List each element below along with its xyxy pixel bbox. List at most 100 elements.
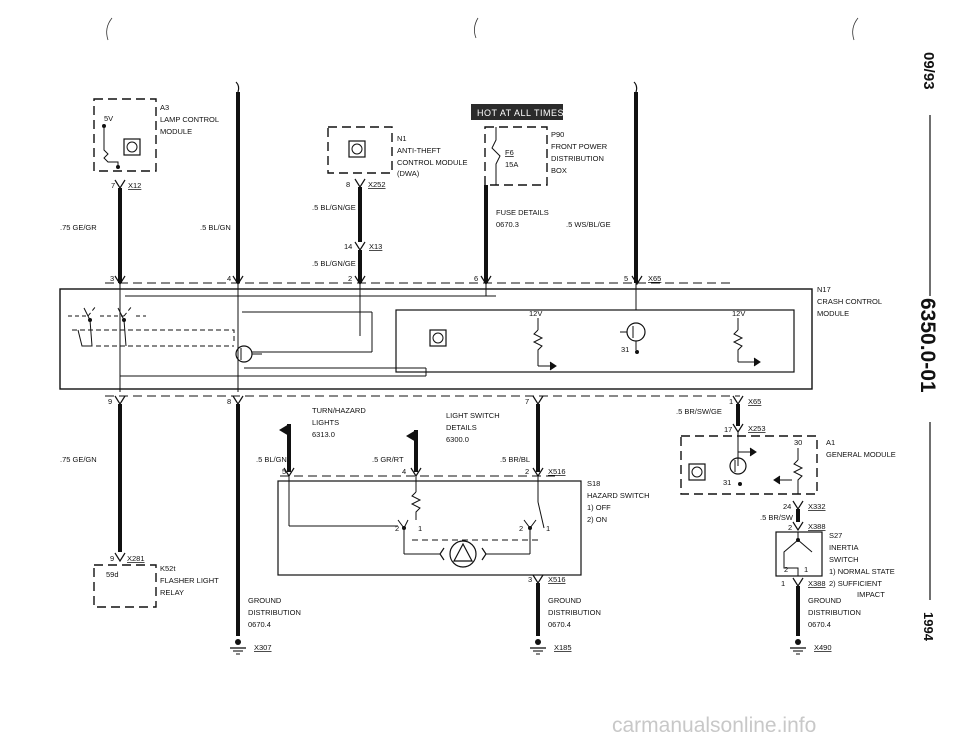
- x65-connector: X65: [648, 274, 661, 283]
- pin-7: 7: [525, 397, 529, 406]
- s27-line3: 1) NORMAL STATE: [829, 567, 895, 576]
- ground-icon-x185: [530, 647, 546, 655]
- gnd2-line2: DISTRIBUTION: [548, 608, 601, 617]
- n17-relay-contact-1: [77, 307, 93, 347]
- s18-line1: HAZARD SWITCH: [587, 491, 650, 500]
- x13-connector: X13: [369, 242, 382, 251]
- n17-resistor-right: [732, 329, 744, 362]
- a1-pin: 17: [724, 425, 732, 434]
- n17-transistor-right: [626, 322, 646, 342]
- a3-module-box: [93, 98, 157, 172]
- s18-connector-bot: X516: [548, 575, 566, 584]
- pin-3: 3: [110, 274, 114, 283]
- k52-pin9: 9: [110, 554, 114, 563]
- gnd2-line1: GROUND: [548, 596, 582, 605]
- s18-sw-1a: 1: [418, 524, 422, 533]
- watermark: carmanualsonline.info: [612, 714, 816, 737]
- s18-resistor: [410, 491, 422, 520]
- s27-id: S27: [829, 531, 842, 540]
- n17-line1: CRASH CONTROL: [817, 297, 882, 306]
- s27-line5: IMPACT: [857, 590, 885, 599]
- x332-connector: X332: [808, 502, 826, 511]
- a3-line1: LAMP CONTROL: [160, 115, 219, 124]
- a1-ic-icon: [688, 463, 706, 481]
- ground-icon-x307: [230, 647, 246, 655]
- side-date: 09/93: [920, 52, 937, 90]
- gnd3-line1: GROUND: [808, 596, 842, 605]
- n17-outer-box: [59, 288, 813, 390]
- a1-pin31: 31: [723, 478, 731, 487]
- gnd1-line2: DISTRIBUTION: [248, 608, 301, 617]
- wire-ge-gn-label: .75 GE/GN: [60, 455, 97, 464]
- turn-line2: LIGHTS: [312, 418, 339, 427]
- corner-mark-left: [106, 17, 113, 41]
- s18-id: S18: [587, 479, 600, 488]
- a3-id: A3: [160, 103, 169, 112]
- s27-pin1: 1: [781, 579, 785, 588]
- corner-mark-mid: [474, 17, 479, 39]
- hazard-lamp-icon: [439, 540, 487, 568]
- turn-title: TURN/HAZARD: [312, 406, 366, 415]
- s27-line1: INERTIA: [829, 543, 858, 552]
- wire-ge-gr-label: .75 GE/GR: [60, 223, 97, 232]
- gnd1-line1: GROUND: [248, 596, 282, 605]
- n17-pin31: 31: [621, 345, 629, 354]
- n1-connector: X252: [368, 180, 386, 189]
- pin-4: 4: [227, 274, 231, 283]
- s27-pin24: 24: [783, 502, 791, 511]
- gnd3-line3: 0670.4: [808, 620, 831, 629]
- wire-bl-gn-label: .5 BL/GN: [200, 223, 231, 232]
- wire-br-bl-label: .5 BR/BL: [500, 455, 530, 464]
- s18-switch-box: [277, 480, 582, 576]
- wire-bl-gn-ge-lower-label: .5 BL/GN/GE: [312, 259, 356, 268]
- pin-9: 9: [108, 397, 112, 406]
- p90-line1: FRONT POWER: [551, 142, 608, 151]
- a1-id: A1: [826, 438, 835, 447]
- x307-connector: X307: [254, 643, 272, 652]
- turn-ref: 6313.0: [312, 430, 335, 439]
- fuse-details-title: FUSE DETAILS: [496, 208, 549, 217]
- s27-sw-1: 1: [804, 565, 808, 574]
- a1-line1: GENERAL MODULE: [826, 450, 896, 459]
- p90-line2: DISTRIBUTION: [551, 154, 604, 163]
- a1-resistor: [792, 459, 804, 494]
- light-line2: DETAILS: [446, 423, 477, 432]
- n1-ic-icon: [348, 140, 366, 158]
- a3-ic-icon: [123, 138, 141, 156]
- a3-line2: MODULE: [160, 127, 192, 136]
- pin-5: 5: [624, 274, 628, 283]
- corner-mark-right: [852, 17, 859, 41]
- wire-bl-gn-ge-upper-label: .5 BL/GN/GE: [312, 203, 356, 212]
- x281-connector: X281: [127, 554, 145, 563]
- light-title: LIGHT SWITCH: [446, 411, 500, 420]
- s18-pin3: 3: [528, 575, 532, 584]
- n17-inner-box: [395, 309, 795, 373]
- n17-12v-left: 12V: [529, 309, 542, 318]
- x490-connector: X490: [814, 643, 832, 652]
- gnd2-line3: 0670.4: [548, 620, 571, 629]
- s18-pin4: 4: [402, 467, 406, 476]
- light-ref: 6300.0: [446, 435, 469, 444]
- k52-line1: FLASHER LIGHT: [160, 576, 219, 585]
- n1-pin: 8: [346, 180, 350, 189]
- wire-br-sw-label: .5 BR/SW: [760, 513, 794, 522]
- x388-connector-bot: X388: [808, 579, 826, 588]
- wire-gr-rt-label: .5 GR/RT: [372, 455, 404, 464]
- k52-line2: RELAY: [160, 588, 184, 597]
- k52-relay-box: [93, 564, 157, 608]
- pin-8: 8: [227, 397, 231, 406]
- p90-id: P90: [551, 130, 564, 139]
- n17-id: N17: [817, 285, 831, 294]
- s18-pin2: 2: [525, 467, 529, 476]
- n1-id: N1: [397, 134, 407, 143]
- pin-1: 1: [729, 397, 733, 406]
- p90-amp: 15A: [505, 160, 518, 169]
- n1-line2: CONTROL MODULE: [397, 158, 468, 167]
- a1-module-box: [680, 435, 818, 495]
- s18-line2: 1) OFF: [587, 503, 611, 512]
- s27-switch-box: [775, 531, 823, 577]
- s27-line2: SWITCH: [829, 555, 859, 564]
- pin-2: 2: [348, 274, 352, 283]
- a3-volt: 5V: [104, 114, 113, 123]
